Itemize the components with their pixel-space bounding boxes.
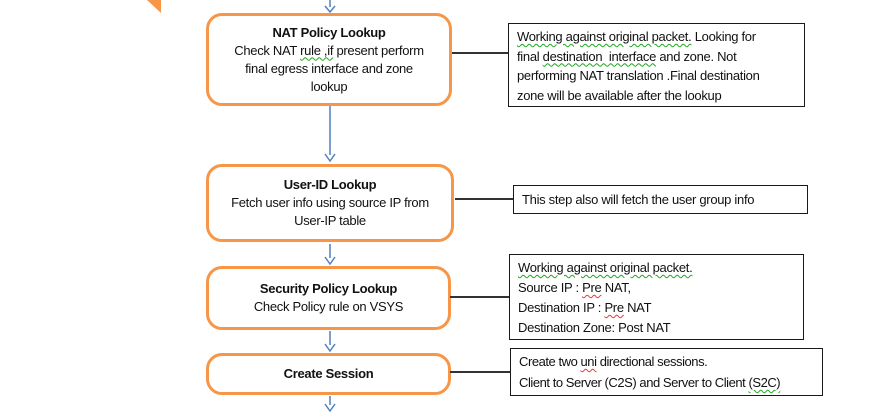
text-line: lookup (310, 78, 348, 94)
text-line: User-IP table (294, 213, 366, 228)
text-line: Check Policy rule on VSYS (253, 299, 404, 314)
note-security-policy-lookup: Working against original packet. Source I… (509, 254, 804, 340)
down-arrow-security-to-session (324, 331, 336, 353)
flow-step-user-id-lookup: User-ID Lookup Fetch user info using sou… (206, 164, 454, 242)
connector-line-nat-note (452, 52, 508, 54)
step-body: Check NAT rule ,if present perform final … (234, 42, 424, 96)
text-line: Fetch user info using source IP from (231, 195, 429, 210)
note-nat-policy-lookup: Working against original packet. Looking… (508, 23, 805, 107)
text-line: zone will be available after the lookup (517, 87, 722, 103)
connector-line-security-note (450, 296, 509, 298)
text-line: final destination interface and zone. No… (517, 48, 737, 64)
text-line: performing NAT translation .Final destin… (517, 68, 760, 83)
down-arrow-nat-to-userid (324, 106, 336, 163)
text-line: Destination IP : Pre NAT (518, 300, 652, 315)
text-line: Working against original packet. (518, 260, 693, 275)
offscreen-connector-fragment (147, 0, 161, 13)
down-arrow-userid-to-security (324, 244, 336, 266)
note-user-id-lookup: This step also will fetch the user group… (513, 185, 808, 214)
text-line: Working against original packet. Looking… (517, 29, 756, 44)
flow-step-security-policy-lookup: Security Policy Lookup Check Policy rule… (206, 266, 451, 330)
text-line: Source IP : Pre NAT, (518, 280, 631, 295)
connector-line-session-note (450, 371, 510, 373)
step-body: Check Policy rule on VSYS (253, 298, 404, 316)
flow-step-create-session: Create Session (206, 353, 451, 395)
down-arrow-out-of-session (324, 396, 336, 413)
connector-line-userid-note (455, 198, 513, 200)
text-line: final egress interface and zone (245, 60, 413, 76)
step-title: NAT Policy Lookup (272, 24, 386, 40)
flow-step-nat-policy-lookup: NAT Policy Lookup Check NAT rule ,if pre… (206, 13, 452, 106)
text-line: Check NAT rule ,if present perform (234, 42, 424, 58)
note-create-session: Create two uni directional sessions. Clie… (510, 348, 823, 396)
down-arrow-into-nat (324, 0, 336, 14)
step-title: User-ID Lookup (283, 177, 377, 192)
text-line: This step also will fetch the user group… (522, 192, 755, 207)
step-title: Security Policy Lookup (259, 281, 398, 296)
text-line: Destination Zone: Post NAT (518, 320, 671, 335)
text-line: Create two uni directional sessions. (519, 354, 708, 369)
step-title: Create Session (283, 366, 374, 381)
text-line: Client to Server (C2S) and Server to Cli… (519, 375, 781, 390)
